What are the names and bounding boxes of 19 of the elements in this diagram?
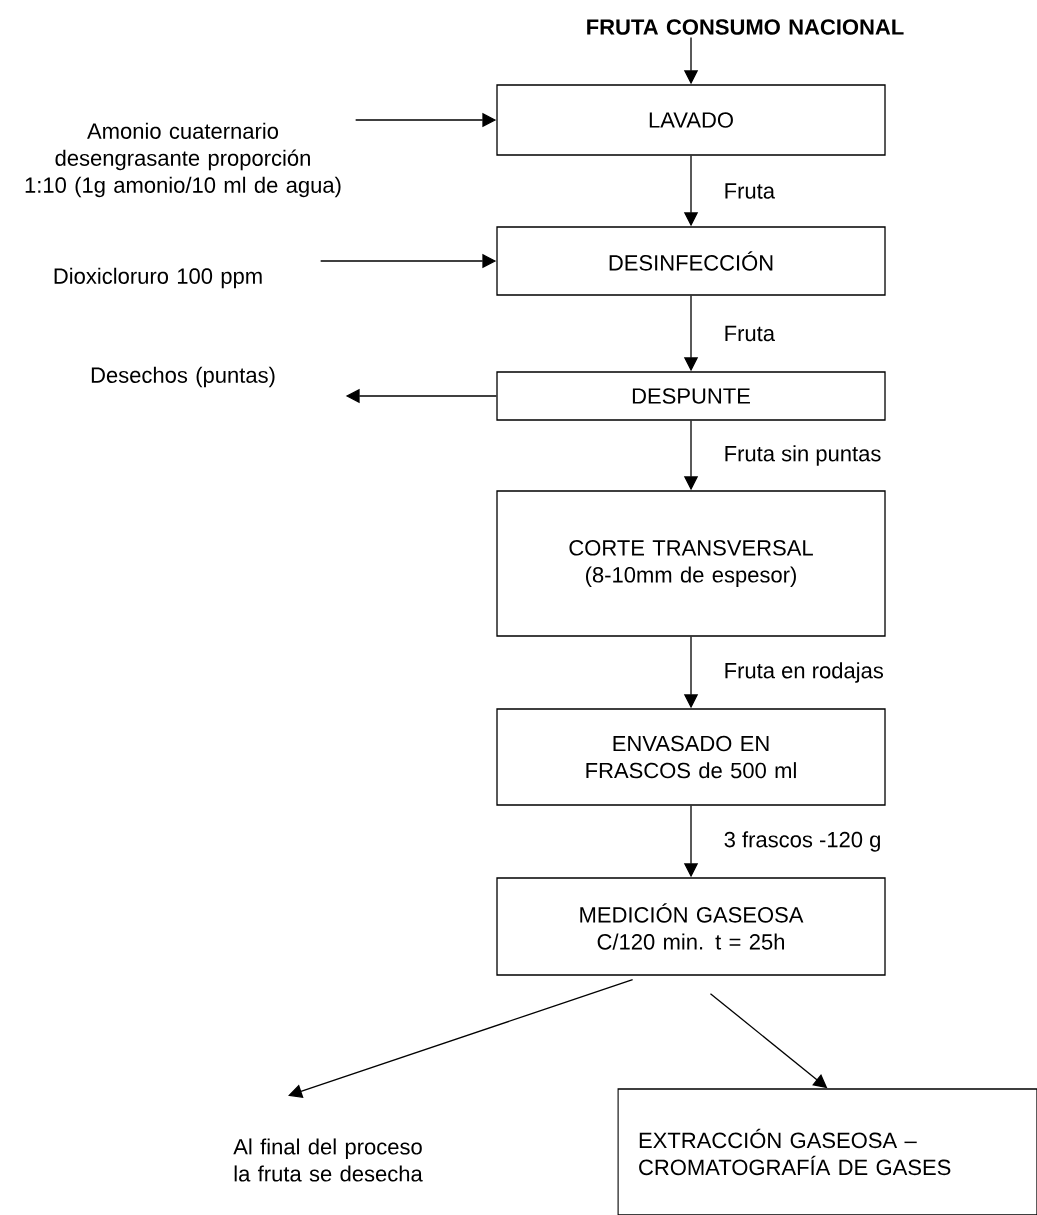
title-text: FRUTA CONSUMO NACIONAL [587, 19, 904, 35]
edge-label: Fruta [721, 323, 777, 344]
process-box: EXTRACCIÓN GASEOSA – CROMATOGRAFÍA DE GASES [617, 1088, 1037, 1215]
input-label: Amonio cuaternario desengrasante proporción 1:10 (1g amonio/10 ml de agua) [25, 122, 341, 198]
edge-label: Fruta sin puntas [721, 443, 884, 468]
arrow [709, 993, 828, 1089]
edge-label: Fruta en rodajas [721, 660, 886, 685]
input-label: Dioxicloruro 100 ppm [54, 267, 262, 289]
process-box: CORTE TRANSVERSAL (8-10mm de espesor) [496, 490, 886, 637]
edge-label: 3 frascos -120 g [721, 829, 884, 854]
process-box: DESINFECCIÓN [496, 226, 886, 296]
process-box: ENVASADO EN FRASCOS de 500 ml [496, 708, 886, 806]
edge-label: Fruta [721, 181, 777, 201]
arrow [288, 979, 634, 1099]
process-box: DESPUNTE [496, 371, 886, 421]
output-label: Al final del proceso la fruta se desecha [233, 1138, 423, 1182]
output-label: Desechos (puntas) [91, 366, 275, 388]
process-box: LAVADO [496, 84, 886, 156]
process-box: MEDICIÓN GASEOSA C/120 min. t = 25h [496, 877, 886, 976]
